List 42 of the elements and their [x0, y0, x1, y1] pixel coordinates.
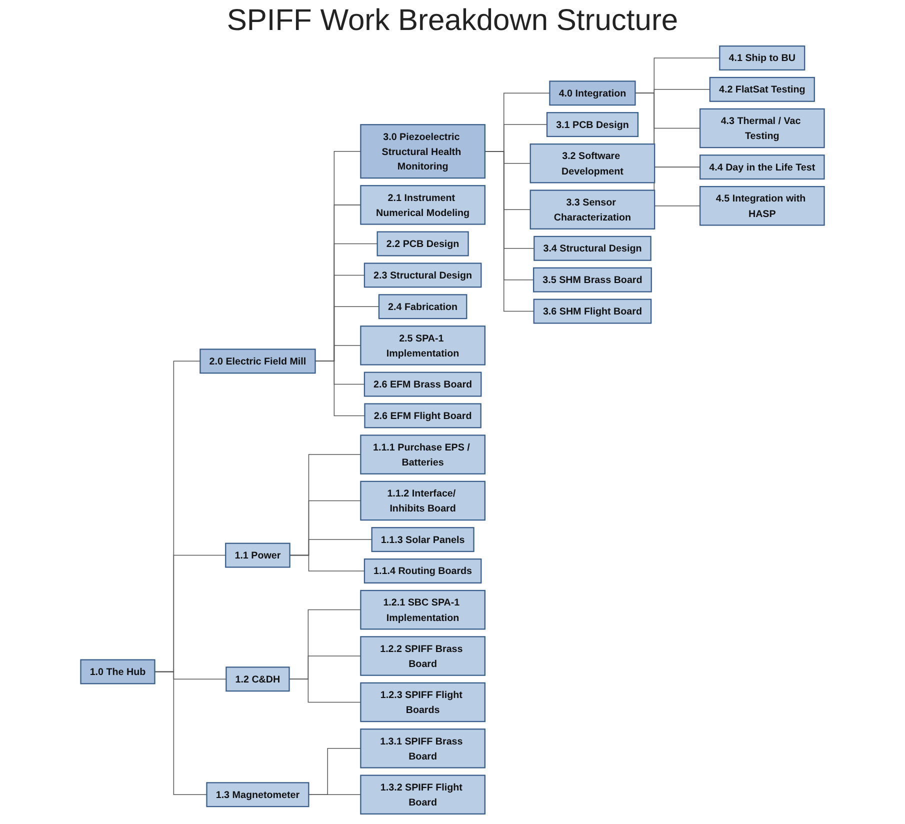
node-box: 1.3.1 SPIFF Brass Board	[360, 728, 486, 768]
node-box: 2.5 SPA-1 Implementation	[360, 326, 486, 366]
node-box: 2.6 EFM Brass Board	[364, 372, 482, 397]
node-box: 4.3 Thermal / Vac Testing	[699, 108, 825, 148]
connector	[154, 671, 208, 795]
node-box: 1.3 Magnetometer	[206, 782, 310, 808]
node-box: 4.0 Integration	[549, 80, 636, 106]
node-box: 1.3.2 SPIFF Flight Board	[360, 774, 486, 814]
node-box: 2.3 Structural Design	[364, 262, 482, 288]
node-box: 4.2 FlatSat Testing	[709, 76, 815, 102]
connector	[308, 794, 362, 795]
node-box: 4.4 Day in the Life Test	[700, 154, 825, 180]
node-box: 4.5 Integration with HASP	[699, 186, 825, 226]
node-box: 1.2.2 SPIFF Brass Board	[360, 636, 486, 676]
node-box: 1.1.3 Solar Panels	[371, 527, 474, 552]
connector	[288, 678, 362, 703]
node-box: 3.1 PCB Design	[546, 112, 639, 138]
node-box: 2.0 Electric Field Mill	[200, 348, 316, 374]
node-box: 1.1.1 Purchase EPS / Batteries	[360, 434, 486, 474]
node-box: 3.4 Structural Design	[534, 236, 652, 261]
node-box: 3.2 Software Development	[530, 143, 656, 184]
node-box: 2.2 PCB Design	[376, 231, 469, 256]
connector	[314, 360, 366, 416]
node-box: 1.0 The Hub	[80, 659, 156, 684]
node-box: 2.1 Instrument Numerical Modeling	[360, 185, 486, 225]
node-box: 4.1 Ship to BU	[719, 46, 806, 70]
connector	[308, 748, 362, 795]
node-box: 3.0 Piezoelectric Structural Health Monitoring	[360, 124, 486, 179]
node-box: 2.4 Fabrication	[378, 294, 468, 320]
node-box: 1.1 Power	[225, 542, 290, 568]
diagram-title: SPIFF Work Breakdown Structure	[226, 4, 680, 38]
node-box: 1.1.4 Routing Boards	[364, 558, 482, 584]
node-box: 3.5 SHM Brass Board	[533, 267, 652, 292]
node-box: 1.1.2 Interface/ Inhibits Board	[360, 480, 486, 521]
node-box: 2.6 EFM Flight Board	[364, 403, 482, 428]
node-box: 1.2.1 SBC SPA-1 Implementation	[360, 590, 486, 630]
node-box: 1.2.3 SPIFF Flight Boards	[360, 682, 486, 722]
node-box: 3.3 Sensor Characterization	[530, 190, 656, 230]
connector	[484, 150, 534, 312]
connector	[289, 554, 365, 572]
node-box: 3.6 SHM Flight Board	[533, 298, 652, 324]
node-box: 1.2 C&DH	[226, 666, 290, 692]
